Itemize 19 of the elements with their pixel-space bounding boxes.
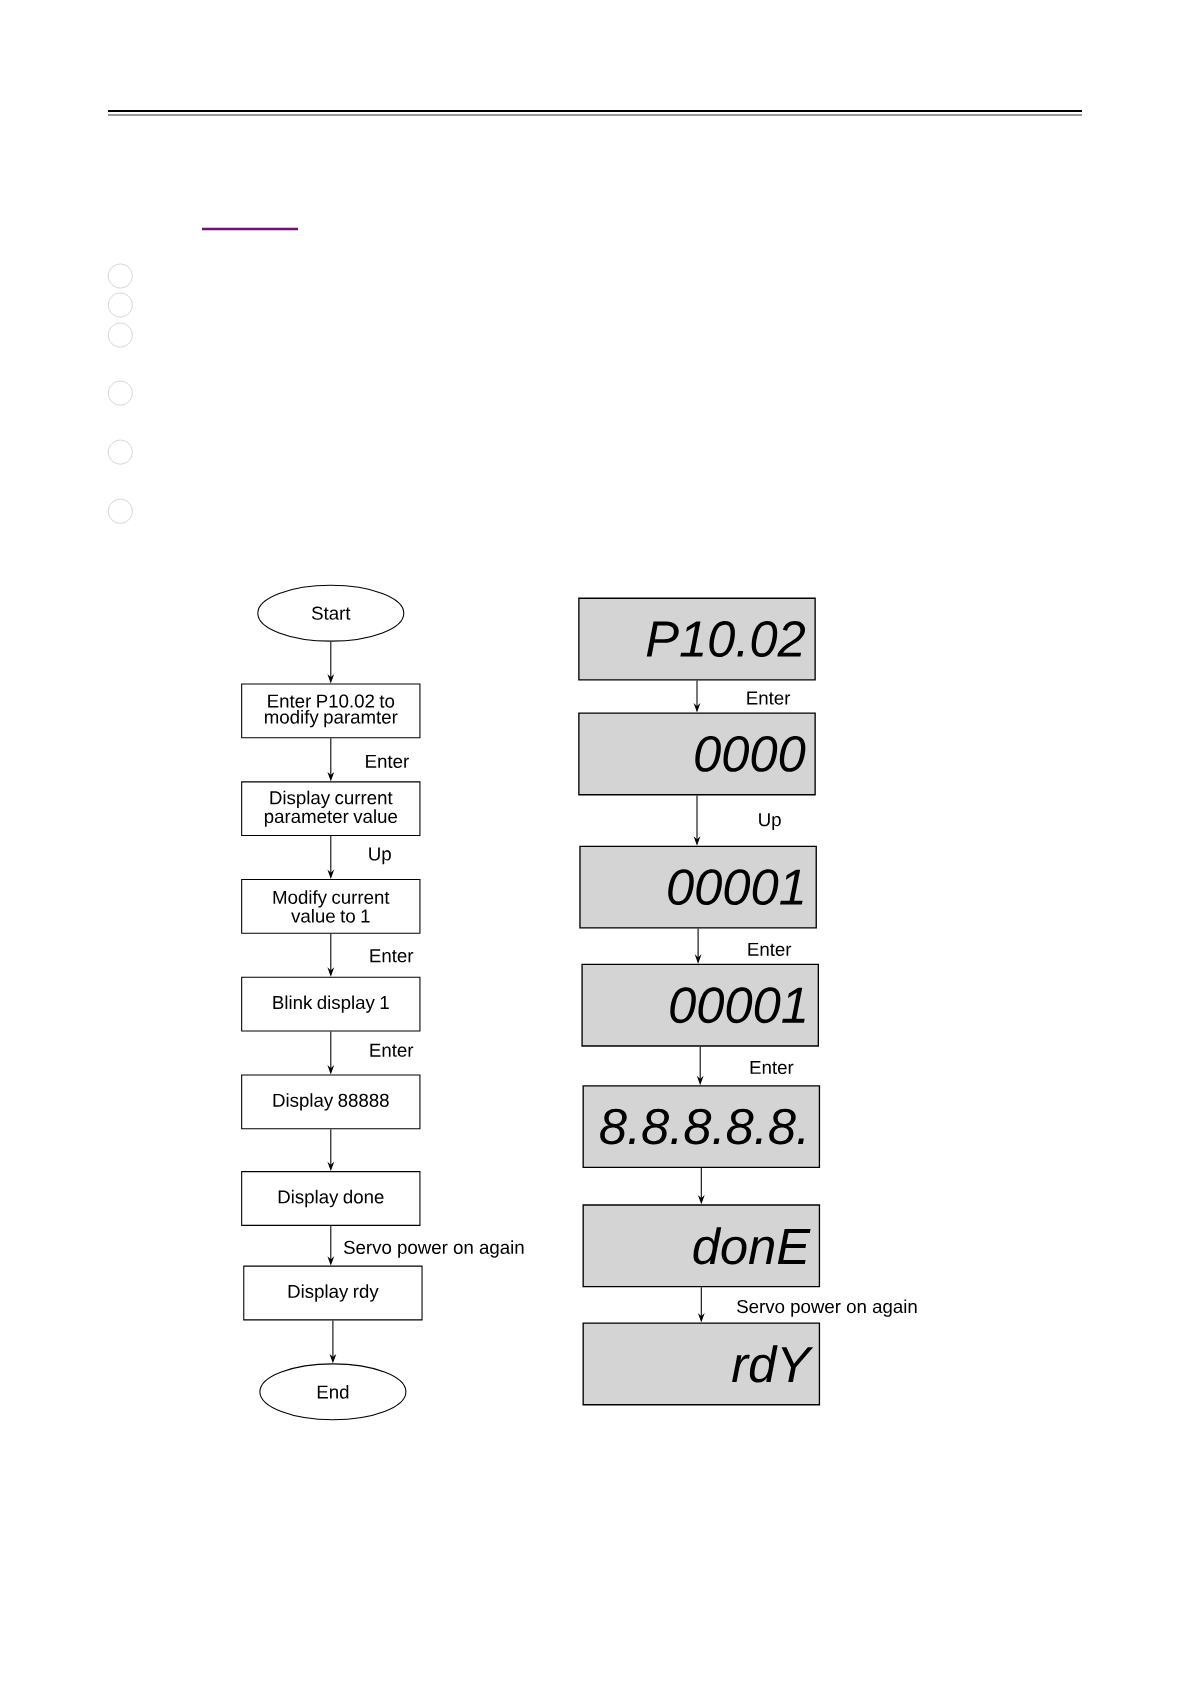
edge-label: Enter: [367, 1042, 415, 1059]
process-box: Modify current value to 1: [241, 879, 421, 934]
process-box: Enter P10.02 to modify paramter: [241, 683, 421, 739]
edge-label: Up: [366, 846, 393, 866]
process-box: Display current parameter value: [241, 781, 421, 837]
edge-label: Up: [756, 811, 783, 832]
segment-display: donE: [582, 1204, 821, 1288]
segment-display: rdY: [582, 1322, 821, 1406]
segment-display: P10.02: [578, 597, 816, 681]
segment-display: 00001: [579, 845, 817, 929]
segment-display: 8.8.8.8.8.: [582, 1085, 821, 1169]
segment-display: 0000: [578, 712, 816, 796]
process-box: Blink display 1: [241, 976, 421, 1032]
edge-label: Servo power on again: [734, 1298, 920, 1319]
process-box: Display 88888: [241, 1074, 421, 1130]
process-box: Display done: [241, 1171, 421, 1226]
process-box: Display rdy: [243, 1265, 423, 1321]
segment-display: 00001: [581, 963, 819, 1047]
edge-label: Enter: [744, 690, 792, 706]
